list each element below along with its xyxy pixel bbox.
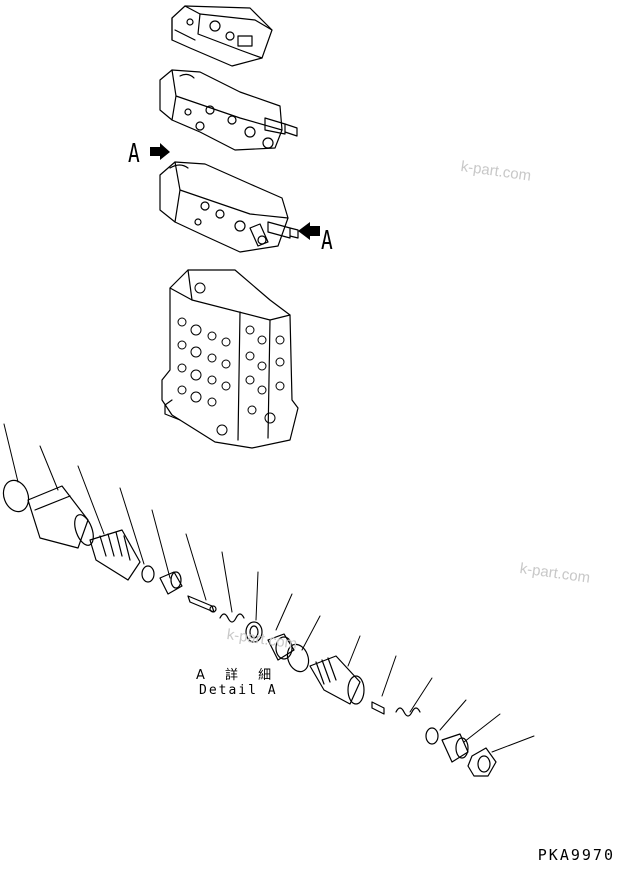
valve-cover-block bbox=[171, 5, 273, 67]
arrow-label-right: A bbox=[321, 226, 333, 256]
valve-section-1 bbox=[159, 69, 298, 151]
arrow-label-left: A bbox=[128, 139, 140, 169]
detail-label-en: Detail A bbox=[199, 683, 278, 698]
detail-a-parts bbox=[2, 479, 497, 777]
drawing-code: PKA9970 bbox=[537, 846, 615, 864]
leader-lines bbox=[3, 423, 535, 753]
detail-label-jp: A 詳 細 bbox=[196, 668, 280, 683]
arrow-right-icon bbox=[298, 222, 320, 240]
arrow-left-icon bbox=[150, 143, 170, 160]
valve-section-2 bbox=[159, 161, 299, 253]
main-valve-body bbox=[161, 269, 299, 449]
